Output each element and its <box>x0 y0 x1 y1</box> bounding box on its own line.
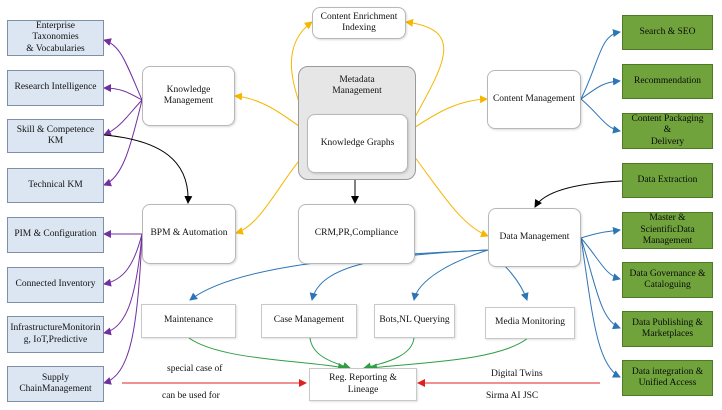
edge-data-governance <box>580 237 621 282</box>
maintenance-box: Maintenance <box>141 304 236 338</box>
special-case-label: special case of <box>167 364 223 374</box>
content-management-box: Content Management <box>487 70 581 129</box>
skill-competence-box: Skill & Competence KM <box>7 119 104 153</box>
crm-compliance-box: CRM,PR,Compliance <box>298 204 415 264</box>
bpm-automation-box: BPM & Automation <box>142 204 236 264</box>
data-management-box: Data Management <box>488 208 581 267</box>
edge-extraction-datamgmt <box>534 180 623 208</box>
pim-configuration-box: PIM & Configuration <box>7 217 104 253</box>
edge-bpm-connected <box>103 233 143 287</box>
bots-querying-box: Bots,NL Querying <box>374 304 455 338</box>
supply-chain-box: Supply ChainManagement <box>7 366 104 402</box>
recommendation-box: Recommendation <box>622 64 713 99</box>
edge-arc-bots <box>411 249 489 301</box>
knowledge-management-box: Knowledge Management <box>142 66 235 126</box>
edge-graphs-km <box>234 92 308 133</box>
used-for-label: can be used for <box>162 391 220 401</box>
edge-content-packaging <box>580 98 621 134</box>
edge-graphs-enrichment-right <box>405 18 445 131</box>
edge-media-reg <box>369 337 529 372</box>
data-integration-box: Data integration & Unified Access <box>622 360 713 396</box>
technical-km-box: Technical KM <box>7 168 104 203</box>
edge-data-integration <box>580 237 621 378</box>
edge-graphs-content <box>407 95 488 133</box>
data-publishing-box: Data Publishing & Marketplaces <box>622 311 713 347</box>
infrastructure-monitoring-box: InfrastructureMonitorin g, IoT,Predictiv… <box>7 316 104 353</box>
edge-km-research <box>103 84 143 101</box>
edge-case-reg <box>309 337 351 370</box>
data-extraction-box: Data Extraction <box>622 163 713 198</box>
enterprise-taxonomies-box: Enterprise Taxonomies & Vocabularies <box>7 20 104 56</box>
master-data-box: Master & ScientificData Management <box>622 212 713 249</box>
edge-data-master <box>580 226 621 239</box>
connected-inventory-box: Connected Inventory <box>7 267 104 303</box>
edge-bots-reg <box>363 337 415 371</box>
sirma-label: Sirma AI JSC <box>486 391 539 401</box>
edge-bpm-infra <box>103 233 143 336</box>
edge-km-technical <box>103 99 143 187</box>
research-intelligence-box: Research Intelligence <box>7 70 104 106</box>
edge-graphs-data <box>407 147 489 238</box>
content-packaging-box: Content Packaging & Delivery <box>622 113 713 149</box>
content-enrichment-box: Content Enrichment Indexing <box>312 7 406 39</box>
edge-km-skill <box>103 99 143 136</box>
edge-maint-reg <box>188 337 346 371</box>
edge-skill-bpm <box>103 134 193 204</box>
digital-twins-label: Digital Twins <box>491 369 543 379</box>
search-seo-box: Search & SEO <box>622 15 713 50</box>
reg-reporting-box: Reg. Reporting & Lineage <box>309 368 417 401</box>
edge-content-search <box>580 29 621 100</box>
media-monitoring-box: Media Monitoring <box>485 307 575 339</box>
case-management-box: Case Management <box>261 304 357 338</box>
edge-data-publishing <box>580 237 621 330</box>
knowledge-graphs-box: Knowledge Graphs <box>307 114 408 173</box>
edge-bpm-supply <box>103 233 143 385</box>
edge-km-enterprise <box>103 38 143 101</box>
data-governance-box: Data Governance & Cataloguing <box>622 262 713 298</box>
edge-content-recommendation <box>580 77 621 100</box>
